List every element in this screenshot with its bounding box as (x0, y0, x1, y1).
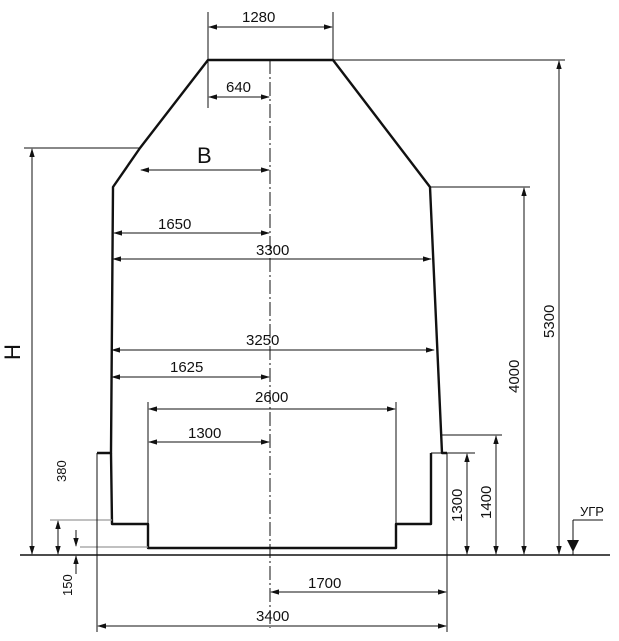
dim-label-150: 150 (60, 574, 75, 596)
dim-label-2600: 2600 (255, 389, 288, 406)
ugr-label: УГР (580, 504, 604, 519)
dim-label-3250: 3250 (246, 332, 279, 349)
dim-label-h: H (0, 344, 25, 360)
dim-label-640: 640 (226, 79, 251, 96)
dim-label-1650: 1650 (158, 216, 191, 233)
dim-label-1625: 1625 (170, 359, 203, 376)
dim-label-3400: 3400 (256, 608, 289, 625)
dim-label-3300: 3300 (256, 242, 289, 259)
ugr-triangle-icon (567, 540, 579, 552)
dim-label-b: B (197, 143, 212, 168)
dim-label-1400: 1400 (478, 486, 495, 519)
dim-label-1280: 1280 (242, 9, 275, 26)
dim-label-4000: 4000 (506, 360, 523, 393)
dim-label-380: 380 (54, 460, 69, 482)
dim-label-1300-v: 1300 (449, 489, 466, 522)
dim-label-1700: 1700 (308, 575, 341, 592)
dim-label-1300-h: 1300 (188, 425, 221, 442)
dim-label-5300: 5300 (541, 305, 558, 338)
lower-step-outline (109, 452, 433, 550)
